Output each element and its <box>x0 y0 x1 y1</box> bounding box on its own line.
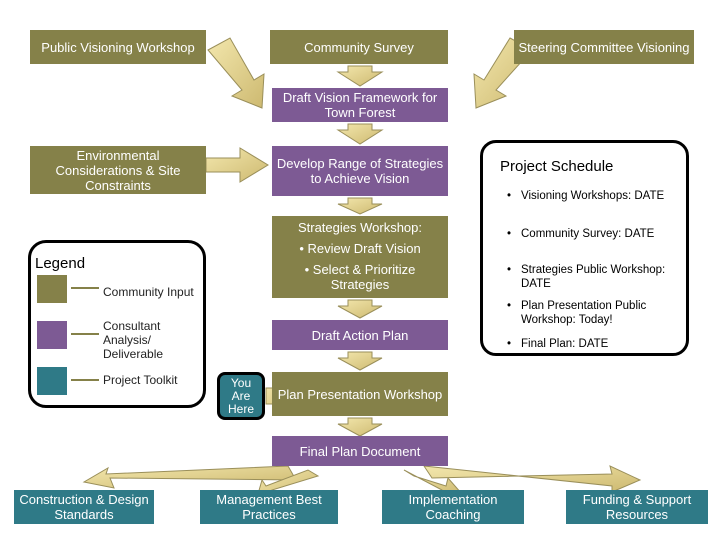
final-plan-document-box: Final Plan Document <box>272 436 448 466</box>
you-are-here-line-3: Here <box>227 401 254 416</box>
schedule-bullet: • <box>507 190 512 202</box>
strategies-workshop-bullet-2: • Select & Prioritize Strategies <box>304 262 416 292</box>
arrow-survey-to-draft <box>336 65 384 87</box>
arrow-presentation-to-final <box>337 417 383 437</box>
schedule-text: Visioning Workshops: DATE <box>521 190 665 202</box>
arrow-action-to-presentation <box>337 351 383 371</box>
steering-committee-box: Steering Committee Visioning <box>514 30 694 64</box>
construction-design-standards-box: Construction & Design Standards <box>14 490 154 524</box>
schedule-bullet: • <box>507 228 512 240</box>
you-are-here-marker: You Are Here <box>217 372 265 420</box>
schedule-text: Plan Presentation Public Workshop: Today… <box>521 300 647 326</box>
schedule-text: Community Survey: DATE <box>521 228 655 240</box>
plan-presentation-workshop-box: Plan Presentation Workshop <box>272 372 448 416</box>
schedule-bullet: • <box>507 300 512 312</box>
legend-swatch-consultant <box>37 321 67 349</box>
public-visioning-workshop-box: Public Visioning Workshop <box>30 30 206 64</box>
project-schedule-panel: Project Schedule • Visioning Workshops: … <box>480 140 689 356</box>
legend-leader-2 <box>71 333 99 335</box>
legend-label-consultant: Consultant Analysis/ Deliverable <box>103 319 164 361</box>
develop-range-box: Develop Range of Strategies to Achieve V… <box>272 146 448 196</box>
arrow-develop-to-strategies <box>337 197 383 215</box>
draft-action-plan-box: Draft Action Plan <box>272 320 448 350</box>
draft-vision-framework-box: Draft Vision Framework for Town Forest <box>272 88 448 122</box>
legend-title: Legend <box>35 255 86 272</box>
environmental-considerations-box: Environmental Considerations & Site Cons… <box>30 146 206 194</box>
legend-label-community-input: Community Input <box>103 285 194 299</box>
schedule-text: Strategies Public Workshop: DATE <box>521 264 666 290</box>
management-best-practices-box: Management Best Practices <box>200 490 338 524</box>
legend-swatch-community-input <box>37 275 67 303</box>
strategies-workshop-title: Strategies Workshop: <box>297 220 423 235</box>
arrow-final-to-construction <box>82 465 297 489</box>
arrow-env-to-develop <box>205 147 269 183</box>
arrow-final-to-funding <box>422 465 642 493</box>
schedule-bullet: • <box>507 338 512 350</box>
implementation-coaching-box: Implementation Coaching <box>382 490 524 524</box>
community-survey-box: Community Survey <box>270 30 448 64</box>
funding-support-resources-box: Funding & Support Resources <box>566 490 708 524</box>
you-are-here-line-1: You <box>230 375 252 390</box>
arrow-public-to-draft <box>207 37 265 109</box>
legend-leader-1 <box>71 287 99 289</box>
schedule-bullet: • <box>507 264 512 276</box>
arrow-draft-to-develop <box>336 123 384 145</box>
legend-leader-3 <box>71 379 99 381</box>
legend-label-toolkit: Project Toolkit <box>103 373 178 387</box>
strategies-workshop-bullet-1: • Review Draft Vision <box>299 241 421 256</box>
strategies-workshop-box: Strategies Workshop: • Review Draft Visi… <box>272 216 448 298</box>
legend-swatch-toolkit <box>37 367 67 395</box>
you-are-here-line-2: Are <box>231 388 251 403</box>
legend: Legend Community Input Consultant Analys… <box>28 240 206 408</box>
arrow-strategies-to-action <box>337 299 383 319</box>
schedule-text: Final Plan: DATE <box>521 338 609 350</box>
project-schedule-title: Project Schedule <box>500 158 614 175</box>
